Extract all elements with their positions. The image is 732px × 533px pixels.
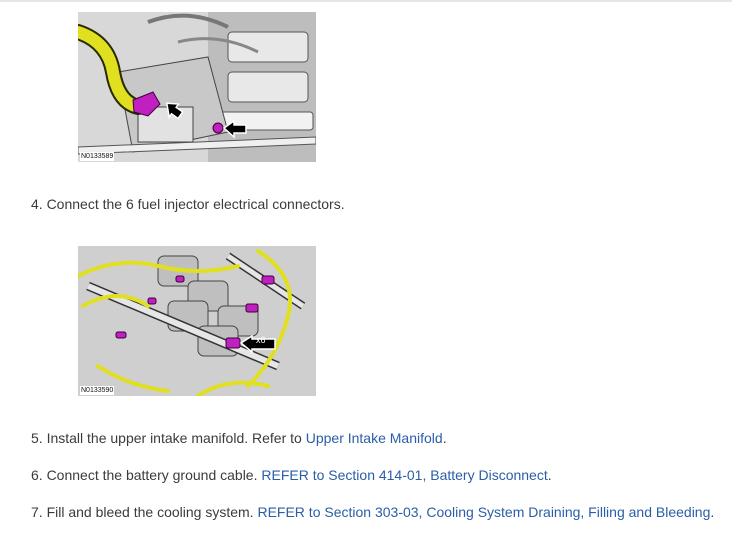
step-4-text: 4. Connect the 6 fuel injector electrica… xyxy=(31,196,345,212)
step-7: 7. Fill and bleed the cooling system. RE… xyxy=(31,503,714,521)
step-5-text: 5. Install the upper intake manifold. Re… xyxy=(31,430,306,446)
figure-engine-connector-1: N0133589 xyxy=(78,12,316,162)
header-divider xyxy=(0,0,732,2)
figure-engine-connector-2: x6 N0133590 xyxy=(78,246,316,396)
step-6-text: 6. Connect the battery ground cable. xyxy=(31,467,262,483)
step-6-tail: . xyxy=(547,467,552,483)
step-5-tail: . xyxy=(442,430,447,446)
engine-illustration-2 xyxy=(78,246,316,396)
step-7-text: 7. Fill and bleed the cooling system. xyxy=(31,504,258,520)
step-7-tail: . xyxy=(710,504,715,520)
step-5: 5. Install the upper intake manifold. Re… xyxy=(31,429,447,447)
link-upper-intake-manifold[interactable]: Upper Intake Manifold xyxy=(305,430,443,446)
engine-illustration-1 xyxy=(78,12,316,162)
figure-code: N0133590 xyxy=(80,386,115,395)
callout-quantity: x6 xyxy=(256,335,266,345)
link-battery-disconnect[interactable]: REFER to Section 414-01, Battery Disconn… xyxy=(261,467,548,483)
figure-code: N0133589 xyxy=(80,152,115,161)
link-cooling-system[interactable]: REFER to Section 303-03, Cooling System … xyxy=(257,504,711,520)
step-4: 4. Connect the 6 fuel injector electrica… xyxy=(31,195,345,213)
step-6: 6. Connect the battery ground cable. REF… xyxy=(31,466,552,484)
